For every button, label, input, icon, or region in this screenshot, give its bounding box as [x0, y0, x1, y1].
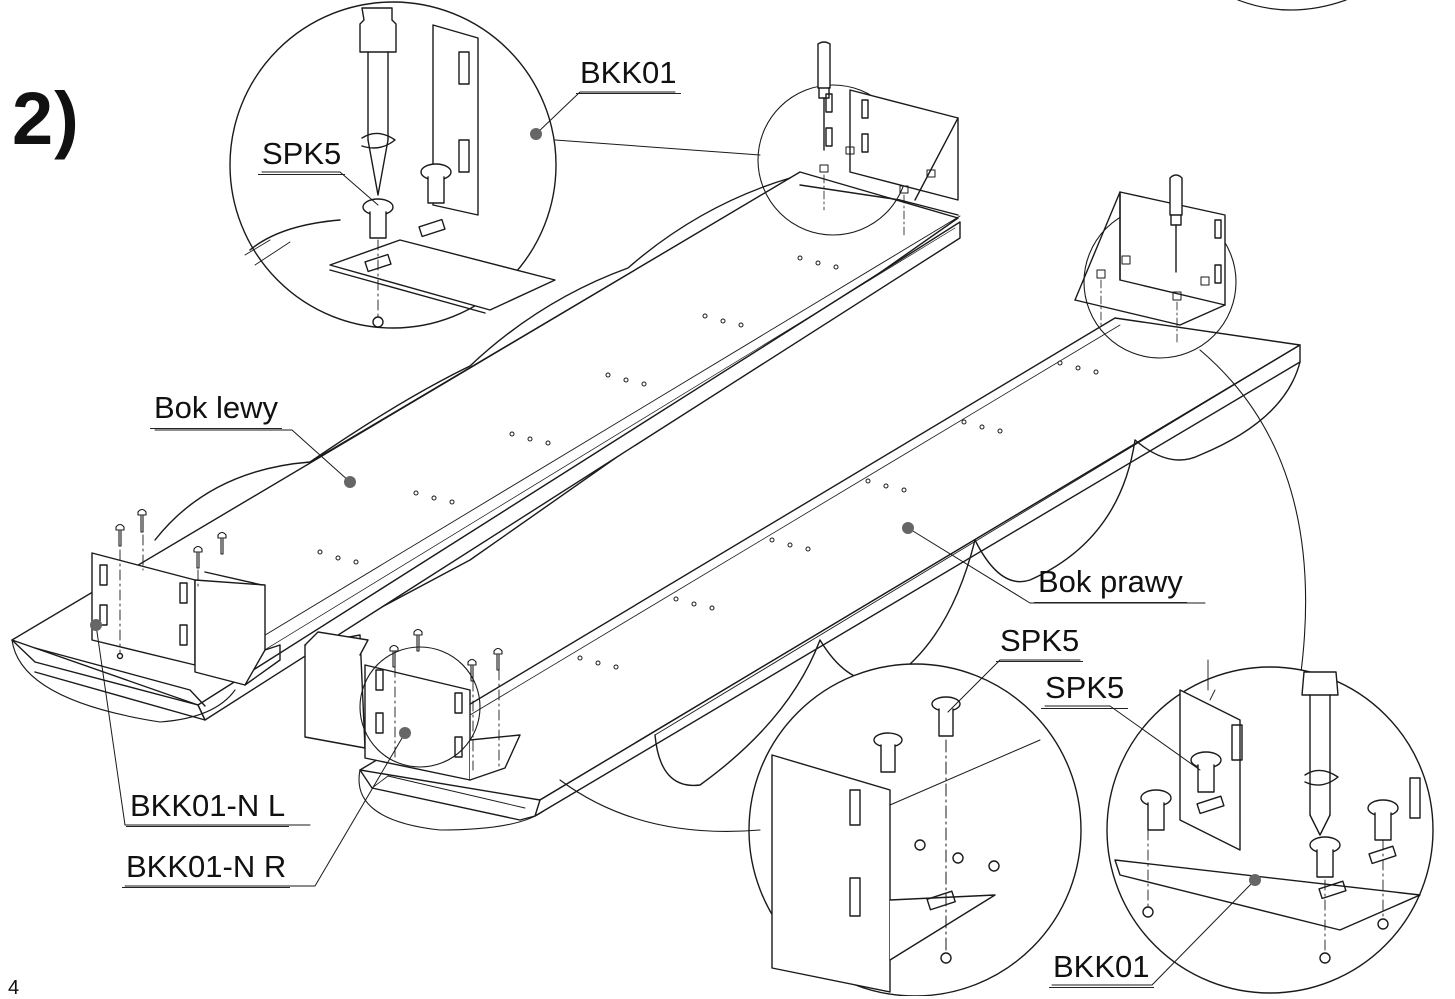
left-side-panel: [11, 171, 961, 723]
right-side-panel: [358, 317, 1301, 831]
bracket-bkk01-n-l: [91, 508, 281, 686]
label-bok-prawy: Bok prawy: [1034, 566, 1187, 603]
label-bkk01-top: BKK01: [576, 57, 681, 94]
label-bkk01-bottom: BKK01: [1049, 951, 1154, 988]
label-bok-lewy: Bok lewy: [150, 392, 283, 429]
page-number: 4: [8, 977, 20, 999]
bracket-bkk01-n-r: [304, 628, 521, 781]
zoom-detail-bottom-right: [1106, 659, 1434, 994]
leader-lines: [95, 91, 1256, 986]
back-right-corner-detail: [1074, 174, 1307, 681]
zoom-detail-bottom-middle: [559, 663, 1082, 996]
label-bkk01-n-l: BKK01-N L: [126, 790, 290, 827]
label-spk5-middle: SPK5: [996, 625, 1084, 662]
zoom-detail-top: [229, 1, 761, 329]
label-spk5-right: SPK5: [1041, 672, 1129, 709]
partial-circle-corner: [1237, 0, 1347, 11]
label-bkk01-n-r: BKK01-N R: [122, 851, 291, 888]
step-number: 2): [12, 77, 80, 160]
back-left-corner-detail: [757, 41, 959, 236]
label-spk5-top: SPK5: [258, 138, 346, 175]
leader-dots: [90, 128, 1261, 886]
